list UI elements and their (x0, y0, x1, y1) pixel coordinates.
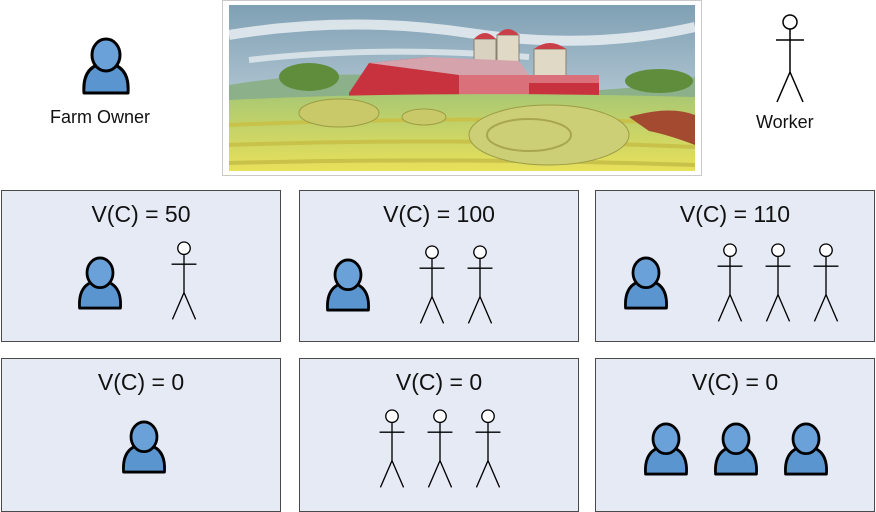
farm-owner-icon (122, 420, 166, 474)
farm-owner-icon (644, 422, 688, 476)
coalition-panel-2: V(C) = 100 (299, 190, 579, 342)
coalition-value-label: V(C) = 100 (383, 201, 495, 227)
coalition-panel-6: V(C) = 0 (595, 358, 875, 512)
farm-owner-label: Farm Owner (50, 107, 151, 127)
farm-owner-icon (82, 37, 130, 95)
worker-icon (765, 243, 791, 322)
worker-icon (475, 409, 501, 488)
farm-owner-icon (784, 422, 828, 476)
worker-label: Worker (756, 112, 814, 132)
coalition-value-label: V(C) = 0 (691, 369, 779, 395)
worker-icon (419, 245, 445, 324)
coalition-panel-5: V(C) = 0 (299, 358, 579, 512)
worker-icon (813, 243, 839, 322)
coalition-panel-1: V(C) = 50 (1, 190, 281, 342)
worker-icon (379, 409, 405, 488)
farm-illustration (222, 0, 702, 176)
worker-icon (427, 409, 453, 488)
coalition-value-label: V(C) = 0 (395, 369, 483, 395)
coalition-panel-4: V(C) = 0 (1, 358, 281, 512)
worker-icon (467, 245, 493, 324)
coalition-value-label: V(C) = 50 (91, 201, 191, 227)
worker-icon (717, 243, 743, 322)
coalition-value-label: V(C) = 0 (97, 369, 185, 395)
farm-owner-icon (78, 256, 122, 310)
worker-icon (171, 241, 197, 320)
farm-owner-icon (714, 422, 758, 476)
worker-icon (776, 14, 804, 103)
farm-owner-icon (624, 256, 668, 310)
coalition-value-label: V(C) = 110 (679, 201, 791, 227)
farm-owner-icon (326, 258, 370, 312)
coalition-panel-3: V(C) = 110 (595, 190, 875, 342)
